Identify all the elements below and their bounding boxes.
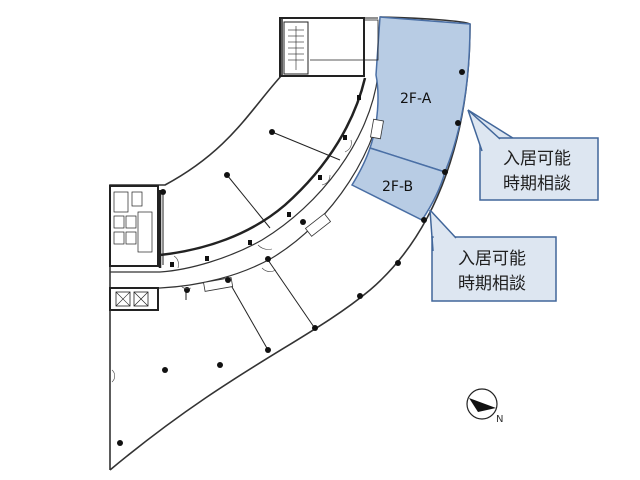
callout-2-line2: 時期相談 (458, 274, 526, 294)
structural-columns (117, 69, 465, 446)
building-outline (109, 16, 471, 471)
north-arrow-icon: N (466, 388, 503, 425)
callout-2-box (431, 236, 557, 302)
callout-1-box (479, 137, 599, 201)
callout-1-line1: 入居可能 (503, 149, 571, 169)
door-swings (111, 139, 352, 383)
partition-walls (162, 131, 341, 351)
core-west (109, 185, 159, 311)
unit-2f-a-label: 2F-A (400, 91, 432, 107)
corridor (110, 74, 387, 289)
callout-1: 入居可能 時期相談 (467, 109, 599, 201)
inner-wall (158, 77, 367, 268)
stair-core-north (279, 17, 379, 77)
unit-2f-a[interactable] (369, 16, 471, 173)
unit-2f-b-label: 2F-B (382, 179, 413, 195)
compass-letter: N (496, 414, 503, 425)
wall-piers (170, 95, 361, 267)
callout-1-line2: 時期相談 (503, 174, 571, 194)
callout-2: 入居可能 時期相談 (429, 209, 557, 302)
callout-2-line1: 入居可能 (458, 249, 526, 269)
corridor-fixtures (203, 118, 384, 292)
